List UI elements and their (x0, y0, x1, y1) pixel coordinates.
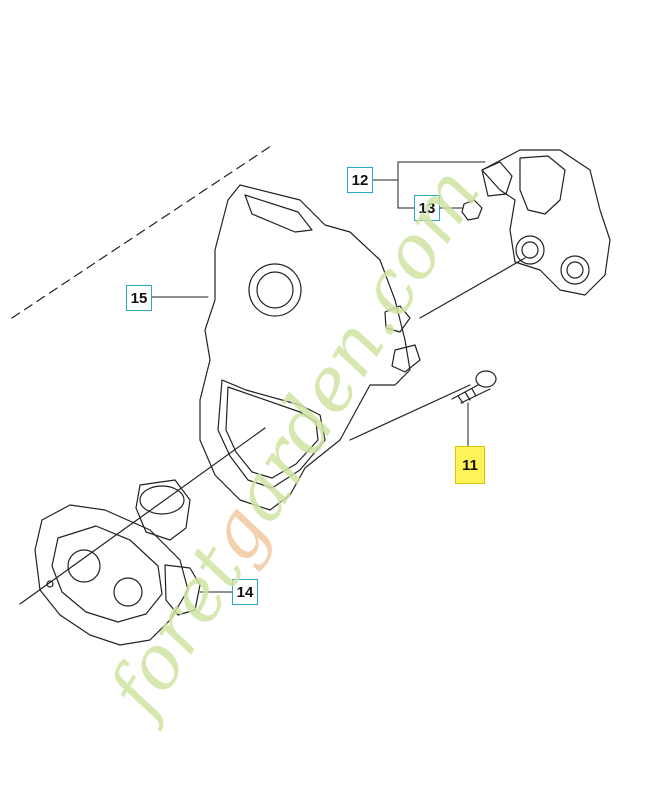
callout-13: 13 (414, 195, 440, 221)
nut-part-13 (461, 199, 483, 221)
callout-12: 12 (347, 167, 373, 193)
housing-part-12 (481, 149, 611, 296)
axis-line-upper (419, 257, 526, 319)
callout-14: 14 (232, 579, 258, 605)
leader-lines (151, 161, 486, 593)
bolt-part-11 (451, 370, 497, 404)
intake-flange-part-14 (34, 479, 201, 646)
dashed-axis-line (11, 143, 275, 319)
axis-line-bolt (349, 384, 471, 441)
callout-15: 15 (126, 285, 152, 311)
axis-line-lower (19, 427, 266, 605)
callout-11: 11 (455, 446, 485, 484)
cover-plate-part-15 (199, 184, 421, 511)
